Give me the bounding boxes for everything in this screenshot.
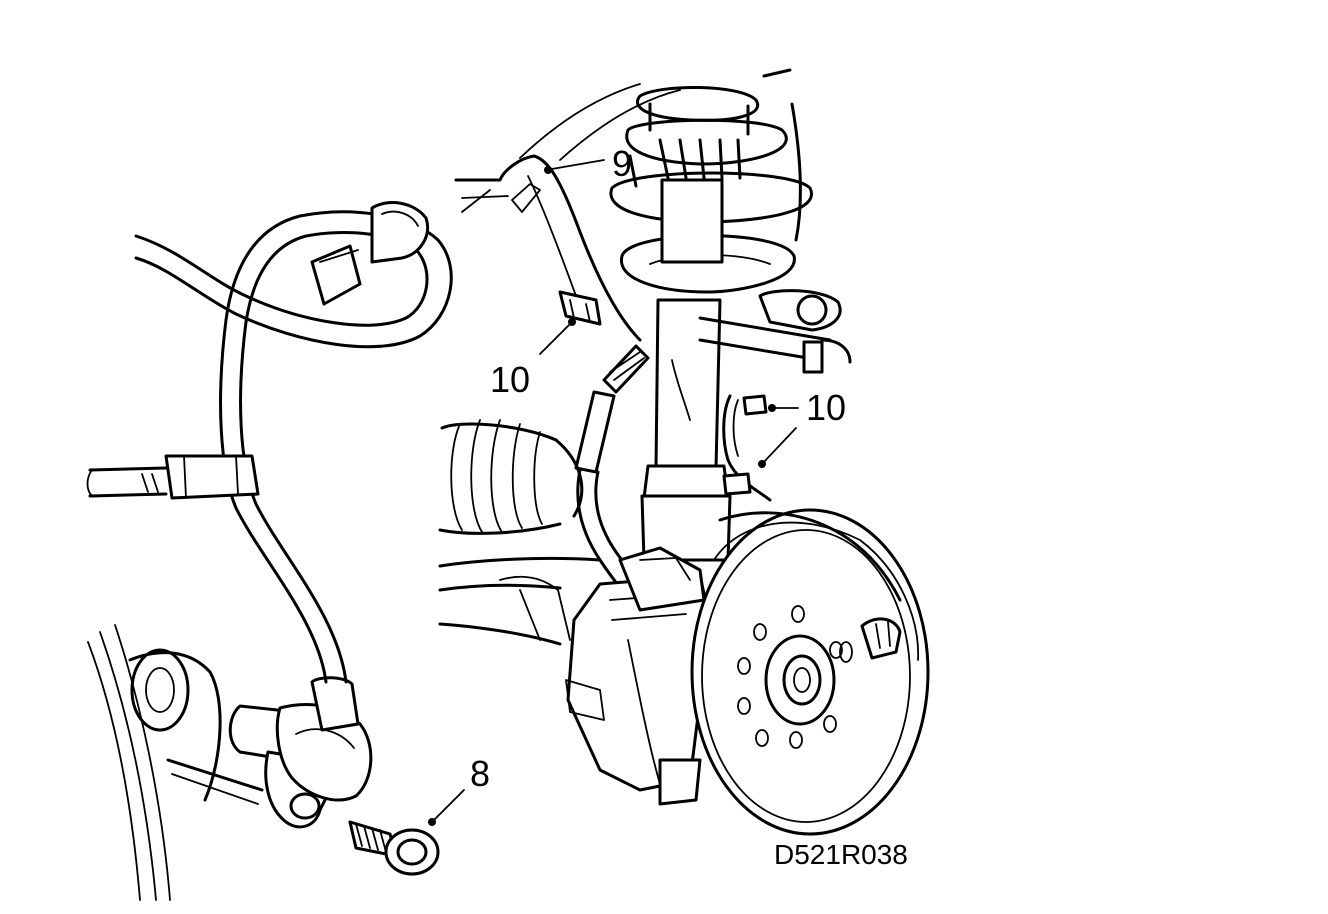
figure-code: D521R038 xyxy=(774,839,908,870)
sensor-bolt xyxy=(348,820,440,876)
callout-8-dot xyxy=(428,818,436,826)
callout-9-dot xyxy=(544,166,552,174)
cable-clip-mid xyxy=(164,454,260,500)
abs-sensor xyxy=(228,676,373,829)
cable-clip-upper xyxy=(310,201,429,306)
steering-rack-boot xyxy=(438,419,584,535)
callout-8-label: 8 xyxy=(470,753,490,794)
coil-spring xyxy=(519,68,813,242)
brake-caliper xyxy=(565,546,712,806)
strut-tube xyxy=(640,178,732,562)
pipe-clip-10a xyxy=(558,290,602,326)
sensor-cable xyxy=(86,210,453,684)
callout-10-left: 10 xyxy=(490,318,576,400)
brake-pipe xyxy=(454,154,642,342)
callout-10-left-dot xyxy=(568,318,576,326)
callout-10-right: 10 xyxy=(758,387,846,468)
wheel-hub-housing xyxy=(87,624,264,901)
subframe xyxy=(438,556,602,646)
callout-8: 8 xyxy=(428,753,490,826)
callout-10-left-label: 10 xyxy=(490,359,530,400)
brake-disc xyxy=(690,508,930,836)
callout-10-right-dot xyxy=(768,404,776,412)
anti-roll-link xyxy=(698,289,852,374)
callout-10-right-label: 10 xyxy=(806,387,846,428)
callout-10-right-dot-2 xyxy=(758,460,766,468)
sensor-wire-clip-10b xyxy=(722,394,772,502)
callout-9: 9 xyxy=(544,143,632,184)
callout-9-label: 9 xyxy=(612,143,632,184)
